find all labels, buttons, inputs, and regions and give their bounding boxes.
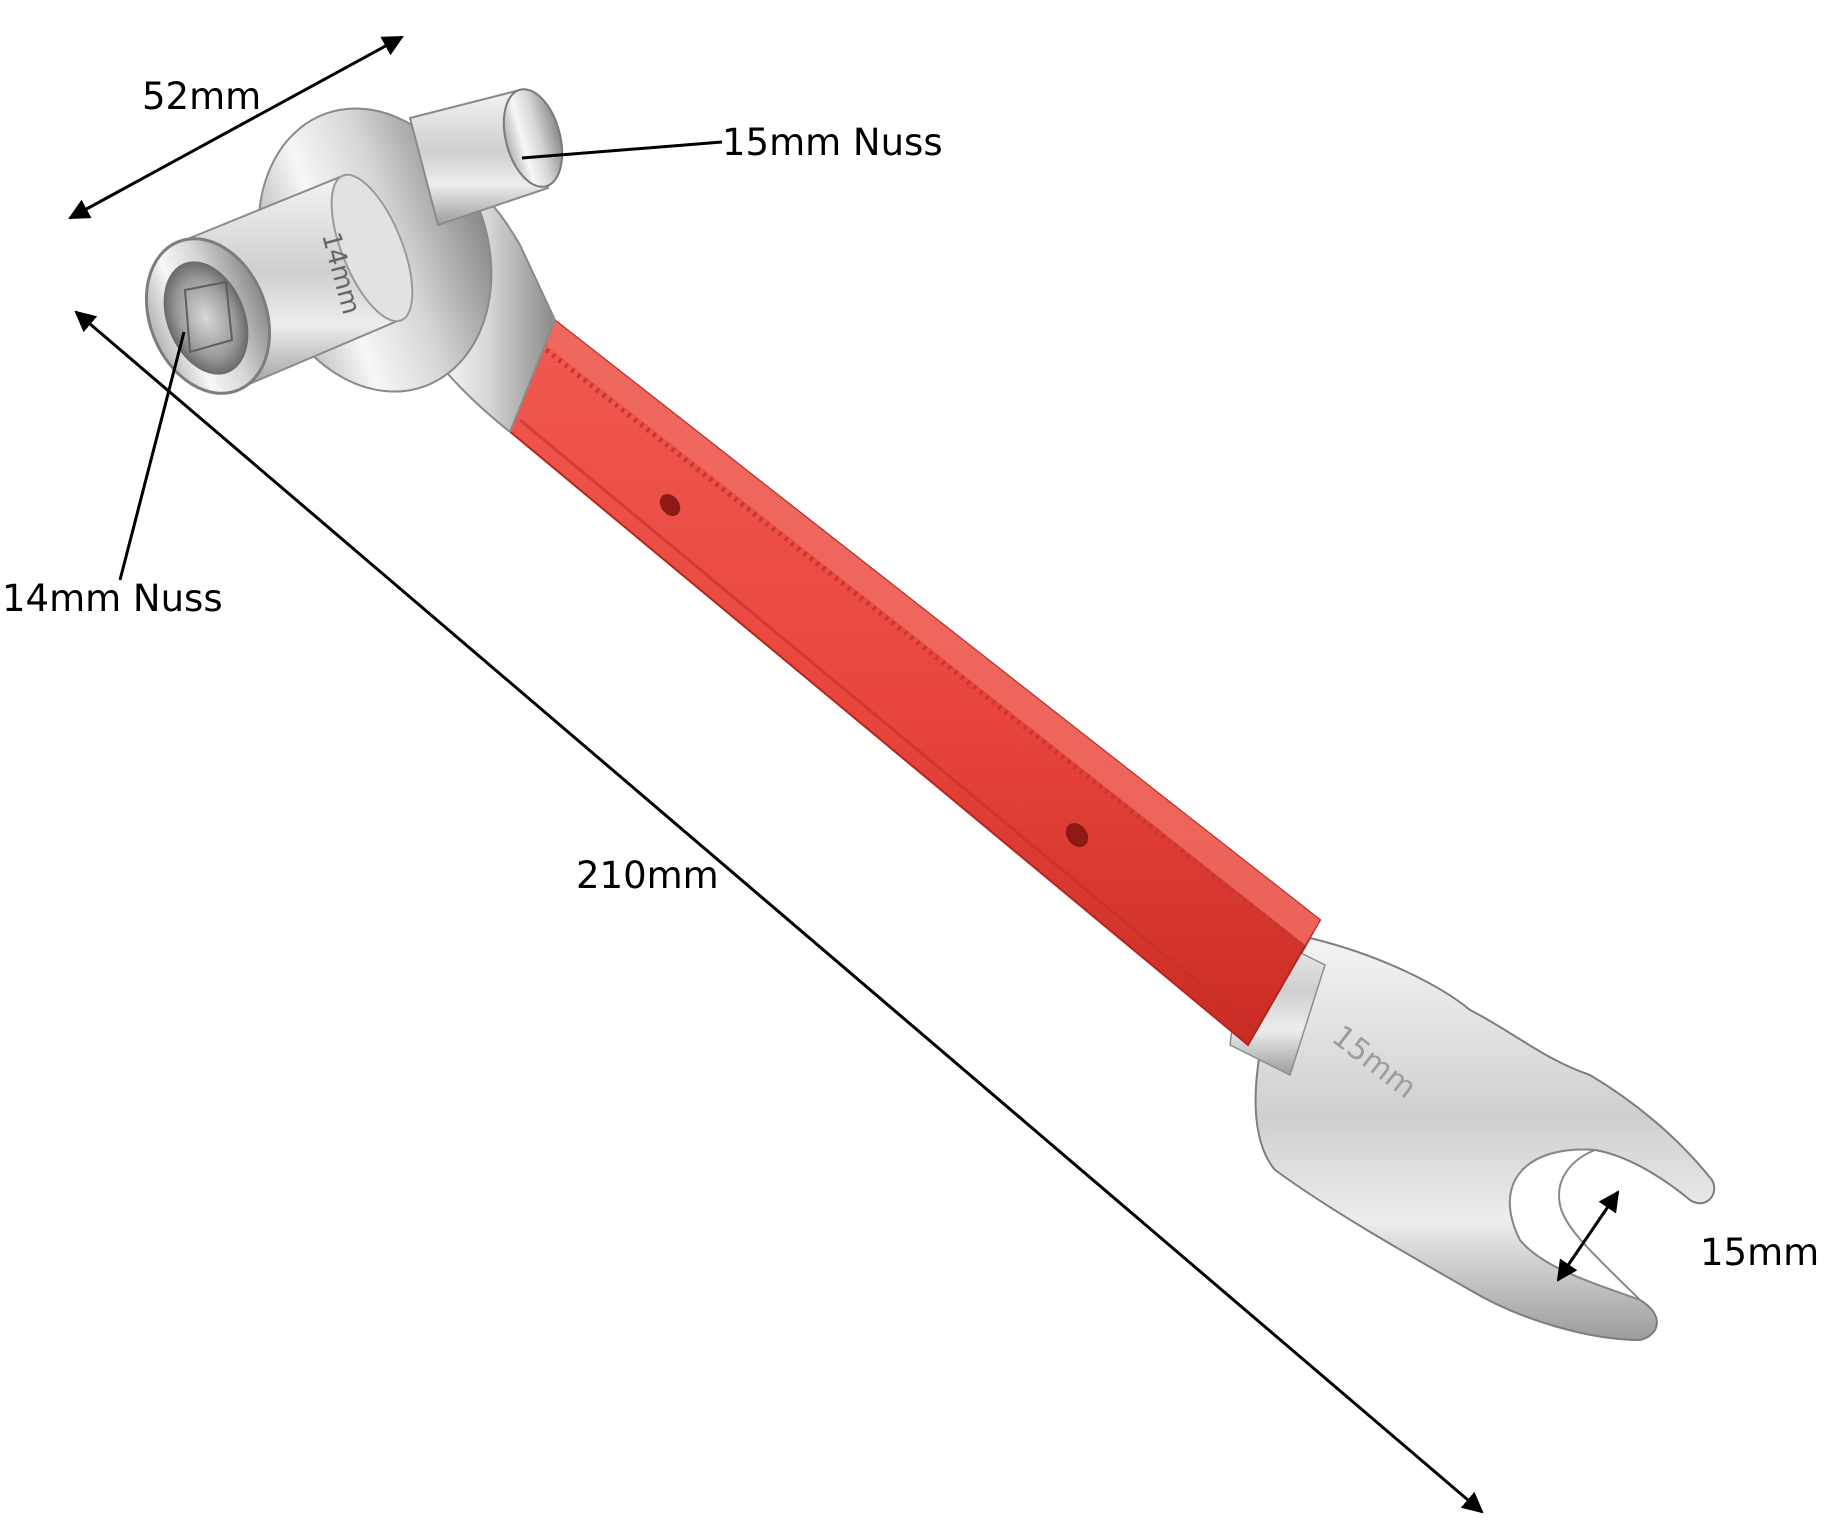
open-end-head: 15mm	[1254, 936, 1716, 1342]
label-14mm-socket: 14mm Nuss	[2, 577, 223, 620]
label-length-210mm: 210mm	[576, 854, 719, 897]
label-15mm-socket: 15mm Nuss	[722, 121, 943, 164]
wrench: 15mm	[144, 88, 1716, 1342]
length-dimension-arrow	[74, 310, 1484, 1514]
width-dimension-arrow	[68, 35, 404, 220]
leader-line-14mm-socket	[118, 331, 186, 581]
socket-15mm	[408, 88, 564, 227]
dimension-arrows	[68, 35, 1620, 1514]
red-handle-grip	[506, 316, 1322, 1047]
label-width-52mm: 52mm	[142, 75, 262, 118]
leader-line-15mm-socket	[521, 140, 723, 160]
label-jaw-15mm: 15mm	[1700, 1231, 1820, 1274]
jaw-dimension-arrow	[1556, 1190, 1620, 1282]
